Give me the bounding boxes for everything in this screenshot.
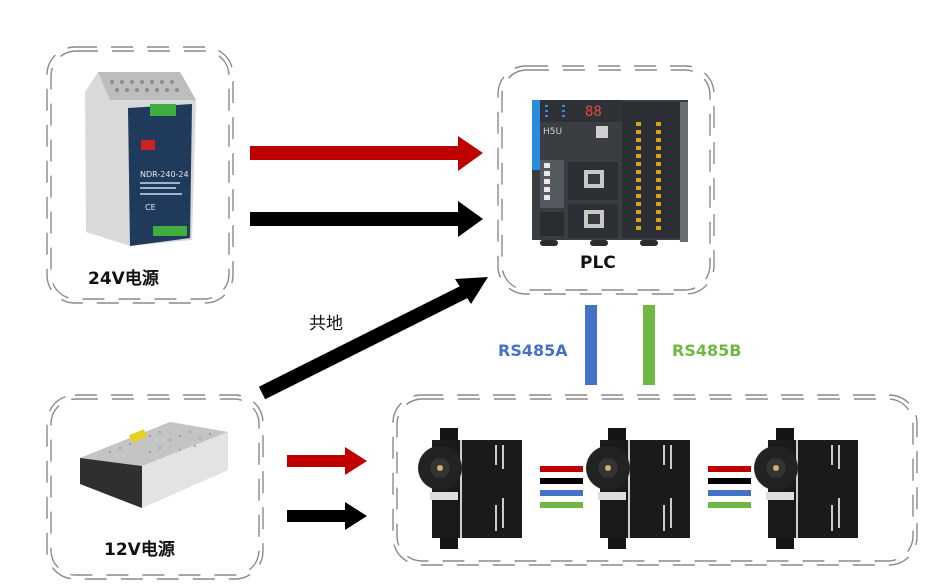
svg-text:CE: CE — [145, 203, 156, 212]
frame-psu24 — [46, 46, 234, 304]
wire-bundle-1 — [540, 466, 583, 508]
common-ground-label: 共地 — [309, 314, 343, 334]
frame-psu12 — [46, 394, 264, 580]
plc-display: 88 — [585, 104, 602, 120]
arrow-24v-negative — [250, 201, 483, 237]
rs485a-label: RS485A — [498, 341, 568, 360]
psu12-label: 12V电源 — [104, 540, 175, 560]
rs485b-wire — [643, 305, 655, 385]
psu24-image: NDR-240-24 CE — [85, 72, 196, 246]
frame-plc — [497, 65, 715, 295]
psu24-label: 24V电源 — [88, 269, 159, 289]
rs485a-wire — [585, 305, 597, 385]
servo-3 — [754, 428, 858, 549]
plc-terminals — [636, 122, 661, 230]
arrow-common-ground — [258, 277, 488, 400]
servo-1 — [418, 428, 522, 549]
plc-model: H5U — [543, 127, 562, 137]
rs485b-label: RS485B — [672, 341, 742, 360]
frame-servos — [392, 394, 918, 566]
psu24-model-text: NDR-240-24 — [140, 170, 189, 179]
arrow-24v-positive — [250, 136, 483, 171]
psu12-image — [80, 422, 228, 508]
servo-2 — [586, 428, 690, 549]
arrow-12v-negative — [287, 502, 367, 530]
wire-bundle-2 — [708, 466, 751, 508]
plc-label: PLC — [580, 253, 616, 273]
arrow-12v-positive — [287, 447, 367, 475]
plc-image: 88 H5U — [532, 100, 688, 246]
